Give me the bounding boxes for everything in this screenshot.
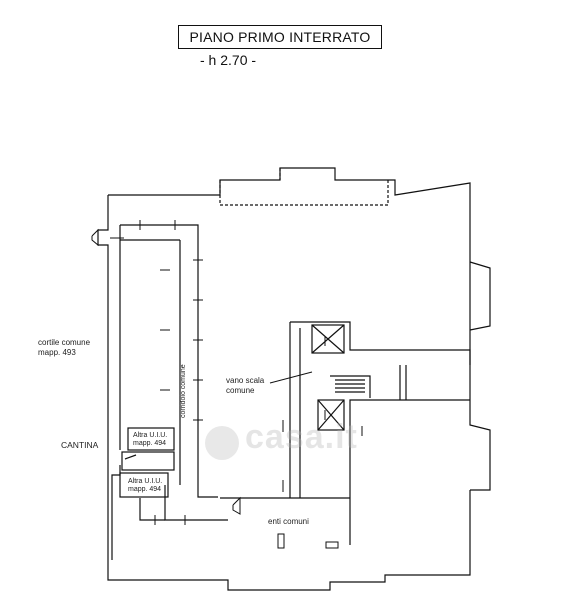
watermark: casa.it (245, 418, 358, 456)
watermark-logo-icon (205, 426, 239, 460)
page-title: PIANO PRIMO INTERRATO (178, 25, 382, 49)
outer-walls (97, 167, 491, 591)
altra-uiu-2-mapp: mapp. 494 (128, 486, 162, 493)
openings (91, 220, 363, 549)
cortile-label: cortile comune (38, 338, 91, 347)
storage-units (119, 427, 175, 498)
altra-uiu-2-label: Altra U.I.U. (128, 478, 163, 485)
top-recesses (219, 168, 389, 206)
cantina-label: CANTINA (61, 440, 99, 450)
enti-comuni-label: enti comuni (268, 517, 309, 526)
cortile-mapp-label: mapp. 493 (38, 348, 76, 357)
vano-scala-label: vano scala (226, 376, 265, 385)
corridor-walls (111, 224, 228, 560)
altra-uiu-1-label: Altra U.I.U. (133, 432, 168, 439)
floor-height: - h 2.70 - (200, 52, 257, 68)
altra-uiu-1-mapp: mapp. 494 (133, 440, 167, 447)
corridoio-label: corridoio comune (180, 364, 187, 418)
vano-scala-comune-label: comune (226, 386, 255, 395)
stair-core (220, 321, 471, 545)
